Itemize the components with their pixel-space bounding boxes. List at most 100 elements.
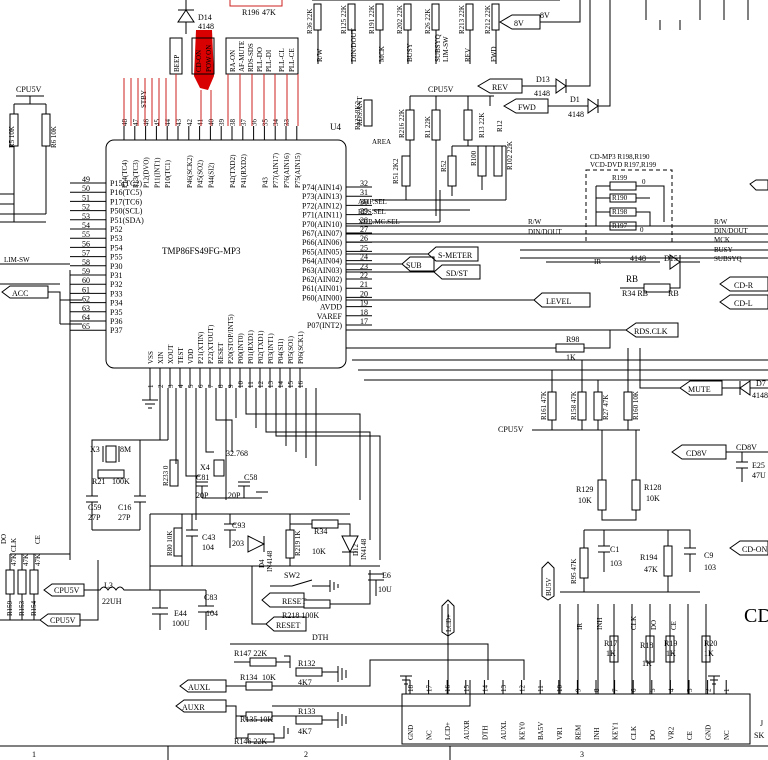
arrow-cd-on-text: CD-ON	[742, 545, 768, 554]
resistor-top-row	[375, 3, 384, 31]
aux-area: DTH R147 22K R132 4K7 AUXL R134 10K AUXR…	[175, 633, 525, 746]
r51-text: R51 2K2	[392, 158, 400, 184]
connector-pin-number: 12	[519, 685, 527, 693]
pin-number: 44	[164, 119, 172, 127]
r135-text: R135 10K	[240, 715, 273, 724]
pin-name: P64(AIN04)	[302, 257, 342, 266]
pin-name: P10(TC1)	[164, 159, 172, 188]
pin-number: 38	[229, 119, 237, 127]
r199-label: R199	[612, 174, 628, 182]
diode-d4-icon	[247, 535, 266, 553]
connector-pin-number: 4	[667, 688, 675, 692]
pin-name: P41(RXD2)	[240, 153, 248, 188]
ic-u4-part: TMP86FS49FG-MP3	[162, 246, 241, 256]
d14-value: 4148	[198, 22, 214, 31]
d14-label: D14	[198, 13, 212, 22]
net-beep: BEEP	[173, 55, 181, 72]
c43-value: 104	[202, 543, 214, 552]
pin-number: 65	[82, 322, 90, 331]
ic-top-pins: 48P14(TC4)47P13(TC3)46P12(DVO)45P11(INT1…	[121, 119, 302, 189]
right-area: RDS.ANT R127 8K2 AREA CPU5V R216 22K R1 …	[346, 85, 768, 627]
connector-pin-number: 15	[463, 685, 471, 693]
ce2-text: CE	[670, 621, 678, 630]
busy-right: BUSY	[714, 246, 733, 254]
pin-number: 7	[207, 384, 215, 388]
clk-label-left: CLK	[10, 538, 18, 552]
pin-number: 27	[360, 225, 368, 234]
cpu5v-mid: CPU5V	[428, 85, 454, 94]
resistor-r129	[597, 479, 607, 511]
reset-circuit-wires	[150, 513, 380, 567]
pin-name: P67(AIN07)	[302, 229, 342, 238]
r218-text: R218 100K	[282, 611, 319, 620]
pin-name: P61(AIN01)	[302, 284, 342, 293]
pin-name: P54	[110, 243, 122, 252]
r17-value: 1K	[606, 649, 616, 658]
resistor-top-label: R212 22K	[484, 5, 492, 34]
ground-aux-a	[284, 655, 291, 668]
top-row-net: MCK	[378, 46, 386, 62]
auxr-wires	[226, 680, 471, 739]
connector-pin-name: DO	[649, 730, 657, 740]
pin-number: 12	[257, 381, 265, 389]
r133-label: R133	[298, 707, 315, 716]
do2-text: DO	[650, 620, 658, 630]
crystal-x4-icon	[213, 459, 225, 477]
r161-text: R161 47K	[540, 391, 548, 420]
pin-name: P72(AIN12)	[302, 201, 342, 210]
arrow-8v-text: 8V	[514, 19, 524, 28]
stby-label: STBY	[140, 90, 148, 108]
inductor-l3-icon	[84, 514, 207, 608]
arrow-auxr-text: AUXR	[182, 703, 205, 712]
arrow-level-text: LEVEL	[546, 297, 571, 306]
connector-pins: 18GND17NC16LCD+15AUXR14DTH13AUXL12KEY011…	[407, 680, 731, 740]
arrow-cd-l-text: CD-L	[734, 299, 753, 308]
pin-name: P74(AIN14)	[302, 183, 342, 192]
top-row-net: DIN/DOUT	[350, 27, 358, 62]
ic-bottom-pins: 1VSS2XIN3XOUT4TEST5VDD6P21(XTIN)7P22(XTO…	[147, 314, 305, 388]
c43-label: C43	[202, 533, 215, 542]
lower-right-wires	[560, 529, 700, 593]
r159-value: 47K	[10, 554, 18, 566]
r100-text: R100	[470, 150, 478, 166]
r34rb-text: R34 RB	[622, 289, 648, 298]
resistor-r233	[169, 459, 179, 487]
rw-right: R/W	[714, 218, 728, 226]
pin-number: 46	[143, 119, 151, 127]
resistor-r100	[477, 145, 487, 177]
r133-value: 4K7	[298, 727, 312, 736]
pin-number: 10	[237, 381, 245, 389]
connector-pin-number: 11	[537, 685, 545, 692]
pin-name: RESET	[217, 342, 225, 364]
pin-name: P00(INT0)	[237, 333, 245, 364]
cpu5v-top: CPU5V	[16, 85, 42, 94]
arrow-cd-r	[719, 276, 768, 292]
arrow-rds-clk	[625, 322, 679, 338]
pin-name: P62(AIN02)	[302, 275, 342, 284]
top-row-net: REV	[464, 48, 472, 62]
connector-up-wires	[447, 604, 707, 694]
pin-name: VSS	[147, 351, 155, 364]
pin-name: P30	[110, 262, 122, 271]
resistor-r19	[665, 635, 675, 663]
pin-number: 37	[240, 119, 248, 127]
connector-pin-number: 2	[705, 688, 713, 692]
caps-e44-c83	[152, 605, 214, 630]
pin-name: P02(TXD1)	[257, 330, 265, 364]
x3-value: 8M	[120, 445, 131, 454]
pin-number: 45	[153, 119, 161, 127]
r98-value: 1K	[566, 353, 576, 362]
pin-name: P03(INT1)	[267, 333, 275, 364]
grid-border	[0, 745, 768, 760]
subsyq-right: SUBSYQ	[714, 255, 742, 263]
pin-number: 9	[227, 384, 235, 388]
r34b-label: R34	[314, 527, 327, 536]
r128-value: 10K	[646, 494, 660, 503]
x4-value: 32.768	[226, 449, 248, 458]
d1-label: D1	[570, 95, 580, 104]
r160-text: R160 10K	[632, 391, 640, 420]
top-8v-text: 8V	[540, 11, 550, 20]
pin-number: 29	[360, 207, 368, 216]
area-text: AREA	[372, 138, 391, 146]
net-pll-cl: PLL-CL	[278, 48, 286, 72]
